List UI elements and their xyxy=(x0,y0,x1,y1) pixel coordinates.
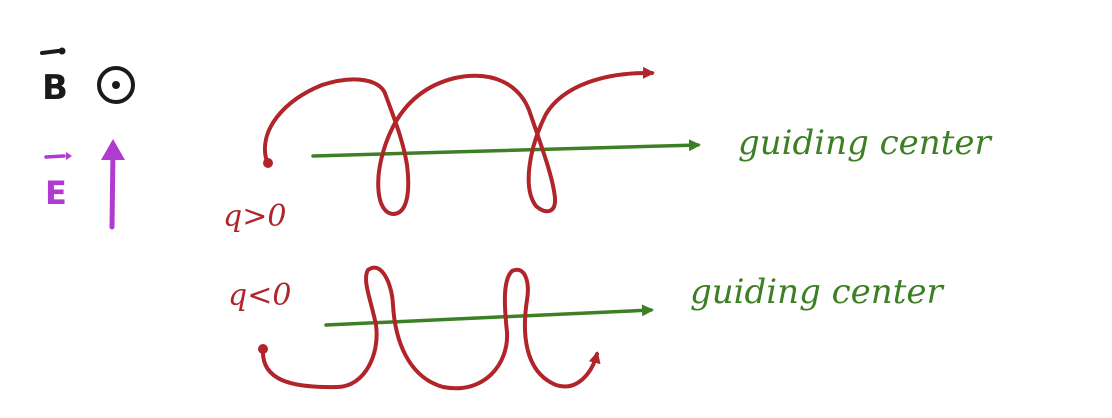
guiding-center-label-negative: guiding center xyxy=(690,272,944,312)
positive-charge-label: q>0 xyxy=(223,199,286,234)
b-field-label: B xyxy=(40,47,68,108)
guiding-center-arrow-positive xyxy=(311,139,701,158)
positive-charge-trajectory xyxy=(263,66,655,217)
guiding-center-arrow-negative xyxy=(324,304,654,327)
positive-charge-start-dot xyxy=(263,158,273,168)
negative-charge-label: q<0 xyxy=(228,278,291,313)
b-vector-arrow-icon xyxy=(40,49,60,55)
positive-charge-case: q>0 guiding center xyxy=(223,66,992,234)
e-field-symbol: E xyxy=(45,174,67,212)
e-field-arrow-icon xyxy=(101,139,125,230)
negative-charge-case: q<0 guiding center xyxy=(228,265,944,391)
negative-charge-trajectory xyxy=(260,265,601,391)
guiding-center-label-positive: guiding center xyxy=(738,123,992,163)
b-vector-arrow-head xyxy=(58,47,66,55)
e-field-label: E xyxy=(44,152,72,212)
negative-charge-start-dot xyxy=(258,344,268,354)
e-vector-arrow-icon xyxy=(44,154,66,159)
out-of-page-icon xyxy=(97,66,135,104)
b-field-symbol: B xyxy=(42,68,68,108)
